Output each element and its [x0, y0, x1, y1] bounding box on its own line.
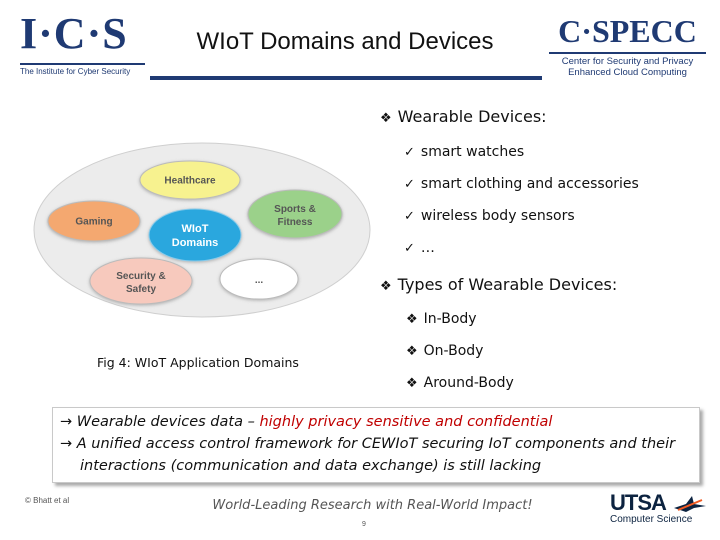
utsa-logo-text: UTSA: [610, 490, 667, 515]
summary-highlight: highly privacy sensitive and confidentia…: [259, 414, 553, 430]
checkmark-icon: ✓: [404, 177, 415, 192]
utsa-logo-subtitle: Computer Science: [610, 514, 693, 525]
security-label-2: Safety: [126, 284, 156, 295]
security-label-1: Security &: [116, 271, 165, 282]
wearable-item-text: wireless body sensors: [420, 208, 575, 224]
ics-logo: I·C·S The Institute for Cyber Security: [20, 10, 145, 80]
ics-logo-text: I·C·S: [20, 9, 128, 58]
footer-copyright: © Bhatt et al: [25, 496, 70, 505]
summary-line-1-prefix: Wearable devices data –: [76, 414, 260, 430]
gaming-node: [47, 200, 141, 242]
gaming-label: Gaming: [75, 217, 112, 228]
checkmark-icon: ✓: [404, 209, 415, 224]
checkmark-icon: ✓: [404, 145, 415, 160]
wearable-item: ✓…: [404, 240, 435, 256]
cspecc-logo: C·SPECC Center for Security and Privacy …: [545, 12, 710, 82]
diamond-bullet-icon: ❖: [380, 111, 392, 126]
center-label-2: Domains: [172, 237, 218, 249]
wearable-item-text: smart watches: [420, 144, 525, 160]
healthcare-label: Healthcare: [164, 176, 216, 187]
cspecc-logo-text: C·SPECC: [558, 13, 697, 49]
types-item: ❖ On-Body: [406, 343, 483, 359]
slide-title: WIoT Domains and Devices: [196, 28, 494, 55]
utsa-logo: UTSA Computer Science: [610, 492, 710, 532]
wearable-item: ✓ wireless body sensors: [404, 208, 575, 224]
diamond-bullet-icon: ❖: [406, 376, 418, 391]
types-heading-text: Types of Wearable Devices:: [397, 275, 618, 294]
more-label: ...: [255, 275, 264, 286]
summary-line-2: → A unified access control framework for…: [60, 436, 675, 452]
types-item-text: In-Body: [423, 311, 477, 327]
title-underline: [150, 76, 542, 80]
wearable-heading-text: Wearable Devices:: [397, 107, 547, 126]
diamond-bullet-icon: ❖: [406, 312, 418, 327]
figure-caption: Fig 4: WIoT Application Domains: [97, 355, 299, 370]
arrow-right-icon: →: [60, 414, 73, 430]
center-node: [148, 208, 242, 262]
healthcare-node: [139, 160, 241, 200]
security-node: [89, 257, 193, 305]
types-item: ❖ Around-Body: [406, 375, 514, 391]
footer-tagline: World-Leading Research with Real-World I…: [212, 498, 533, 513]
wearable-heading: ❖ Wearable Devices:: [380, 107, 547, 126]
types-item-text: On-Body: [423, 343, 484, 359]
cspecc-logo-tagline: Center for Security and Privacy Enhanced…: [549, 52, 706, 78]
summary-line-2-text: A unified access control framework for C…: [76, 436, 676, 452]
more-node: [219, 258, 299, 300]
summary-line-3: interactions (communication and data exc…: [80, 458, 542, 474]
checkmark-icon: ✓: [404, 241, 415, 256]
summary-box: [52, 407, 700, 483]
sports-label-2: Fitness: [277, 217, 312, 228]
cspecc-tagline-2: Enhanced Cloud Computing: [568, 67, 687, 78]
diamond-bullet-icon: ❖: [380, 279, 392, 294]
page-number: 9: [362, 521, 366, 528]
wearable-item: ✓ smart clothing and accessories: [404, 176, 639, 192]
wearable-item: ✓ smart watches: [404, 144, 524, 160]
diamond-bullet-icon: ❖: [406, 344, 418, 359]
cspecc-tagline-1: Center for Security and Privacy: [561, 56, 694, 67]
wearable-item-text: …: [420, 240, 435, 256]
types-item-text: Around-Body: [423, 375, 514, 391]
wiot-domains-diagram: Healthcare Gaming Sports & Fitness Secur…: [33, 142, 371, 318]
arrow-right-icon: →: [60, 436, 73, 452]
sports-label-1: Sports &: [274, 204, 316, 215]
center-label-1: WIoT: [182, 223, 209, 235]
ics-logo-tagline: The Institute for Cyber Security: [20, 63, 145, 76]
types-item: ❖ In-Body: [406, 311, 477, 327]
types-heading: ❖ Types of Wearable Devices:: [380, 275, 617, 294]
utsa-star-icon: [674, 496, 706, 512]
wearable-item-text: smart clothing and accessories: [420, 176, 639, 192]
summary-line-1: → Wearable devices data – highly privacy…: [60, 414, 552, 430]
sports-node: [247, 189, 343, 239]
